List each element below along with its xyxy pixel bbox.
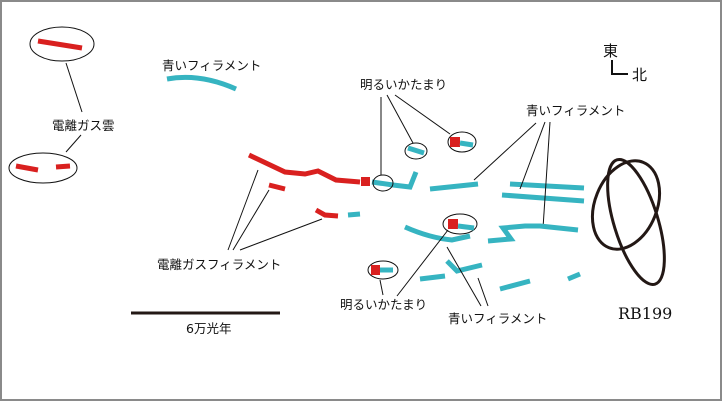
leader-line <box>519 121 546 190</box>
compass-east: 東 <box>603 42 618 60</box>
blue-filament-segment <box>501 192 585 204</box>
blue-filament-segment <box>347 211 361 218</box>
leader-line <box>394 94 451 135</box>
label-scale-bar: 6万光年 <box>186 321 231 336</box>
ionized-filament-short <box>268 182 286 192</box>
ionized-cloud-bottom-a <box>15 163 39 173</box>
bright-clump <box>361 177 370 186</box>
leader-line <box>65 134 82 153</box>
cloud-ellipse-top <box>29 26 95 62</box>
leader-line <box>477 277 489 307</box>
label-bright-clumps-top: 明るいかたまり <box>360 77 447 92</box>
clump-ellipse <box>404 142 428 160</box>
clump-ellipse <box>372 174 394 192</box>
label-ionized-gas-filament: 電離ガスフィラメント <box>157 257 281 272</box>
leader-line <box>379 279 384 296</box>
clump-ellipse <box>442 213 478 235</box>
blue-filament-segment <box>403 224 471 243</box>
ionized-cloud-top <box>37 38 83 51</box>
blue-filament-segment <box>419 273 446 282</box>
leader-line <box>396 229 449 297</box>
galaxy-outline <box>606 158 666 286</box>
blue-clump <box>457 223 475 231</box>
label-bright-clumps-bottom: 明るいかたまり <box>340 297 427 312</box>
blue-filament-zigzag <box>487 223 579 244</box>
leader-line <box>65 62 83 113</box>
blue-filament-segment <box>371 171 419 190</box>
label-blue-filament-right: 青いフィラメント <box>526 103 625 118</box>
compass-arrow-icon <box>611 60 628 75</box>
compass-north: 北 <box>632 66 647 84</box>
leader-line <box>386 94 414 144</box>
leader-line <box>239 218 323 251</box>
clump-ellipse <box>447 131 477 153</box>
blue-filament-segment <box>445 259 483 274</box>
label-galaxy: RB199 <box>618 304 672 323</box>
galaxy-outline <box>590 159 662 251</box>
blue-clump <box>407 145 425 156</box>
ionized-filament-main <box>247 152 361 185</box>
blue-filament-segment <box>499 278 531 292</box>
ionized-cloud-bottom-b <box>55 163 71 170</box>
leader-line <box>446 246 482 307</box>
clump-ellipse <box>367 260 399 280</box>
label-blue-filament-bottom: 青いフィラメント <box>448 311 547 326</box>
leader-line <box>227 169 259 251</box>
bright-clump <box>448 219 458 229</box>
leader-line <box>473 122 537 181</box>
bright-clump <box>371 265 380 275</box>
blue-filament-top <box>166 74 238 92</box>
cloud-ellipse-bottom <box>8 152 78 184</box>
leader-line <box>232 189 270 251</box>
blue-clump <box>459 140 474 148</box>
label-ionized-gas-cloud: 電離ガス雲 <box>52 118 115 133</box>
blue-filament-segment <box>509 181 585 191</box>
ionized-filament-end <box>314 207 339 219</box>
label-blue-filament-top: 青いフィラメント <box>162 58 261 73</box>
blue-filament-segment <box>567 271 581 282</box>
leader-line <box>542 121 551 229</box>
blue-filament-segment <box>429 181 479 192</box>
bright-clump <box>450 137 460 147</box>
